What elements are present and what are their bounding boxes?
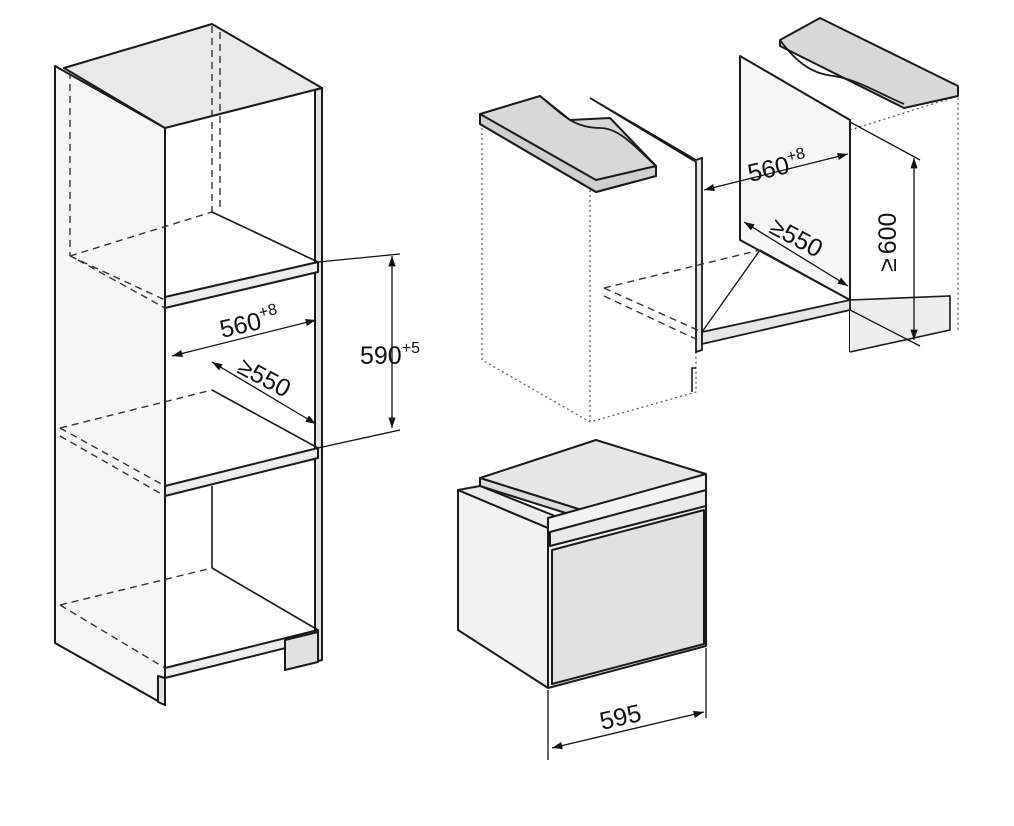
right-worktop: [779, 17, 959, 109]
tall-cabinet-hidden-edges: [59, 26, 221, 669]
oven-dimensions: [547, 648, 707, 760]
tall-cabinet: [54, 23, 323, 706]
tall-cabinet-plinth: [284, 631, 319, 671]
oven-width-arrow: [551, 710, 705, 750]
base-cabinet-dimensions: [703, 121, 921, 347]
tall-cabinet-height-label: 590+5: [360, 340, 420, 370]
base-cabinet-left-unit: [479, 95, 703, 423]
base-cabinet-width-arrow: [703, 152, 849, 192]
oven-control-panel: [549, 489, 707, 547]
tall-cabinet-dimensions: [171, 253, 401, 449]
tall-cabinet-niche-shelf: [164, 447, 319, 497]
tall-cabinet-width-label: 560+8: [217, 301, 282, 344]
tall-cabinet-upper-shelf: [164, 261, 319, 309]
tall-cabinet-depth-label: ≥550: [233, 353, 295, 404]
oven-width-label: 595: [597, 699, 644, 736]
tall-cabinet-width-arrow: [171, 318, 317, 358]
tall-cabinet-back-panel: [314, 87, 323, 663]
tall-cabinet-side-panel: [54, 65, 166, 706]
oven: [457, 439, 707, 689]
tall-cabinet-depth-arrow: [211, 361, 317, 425]
oven-door: [551, 509, 705, 685]
base-cabinet-depth-arrow: [743, 221, 849, 287]
base-cabinet-height-label: ≥600: [874, 213, 902, 272]
